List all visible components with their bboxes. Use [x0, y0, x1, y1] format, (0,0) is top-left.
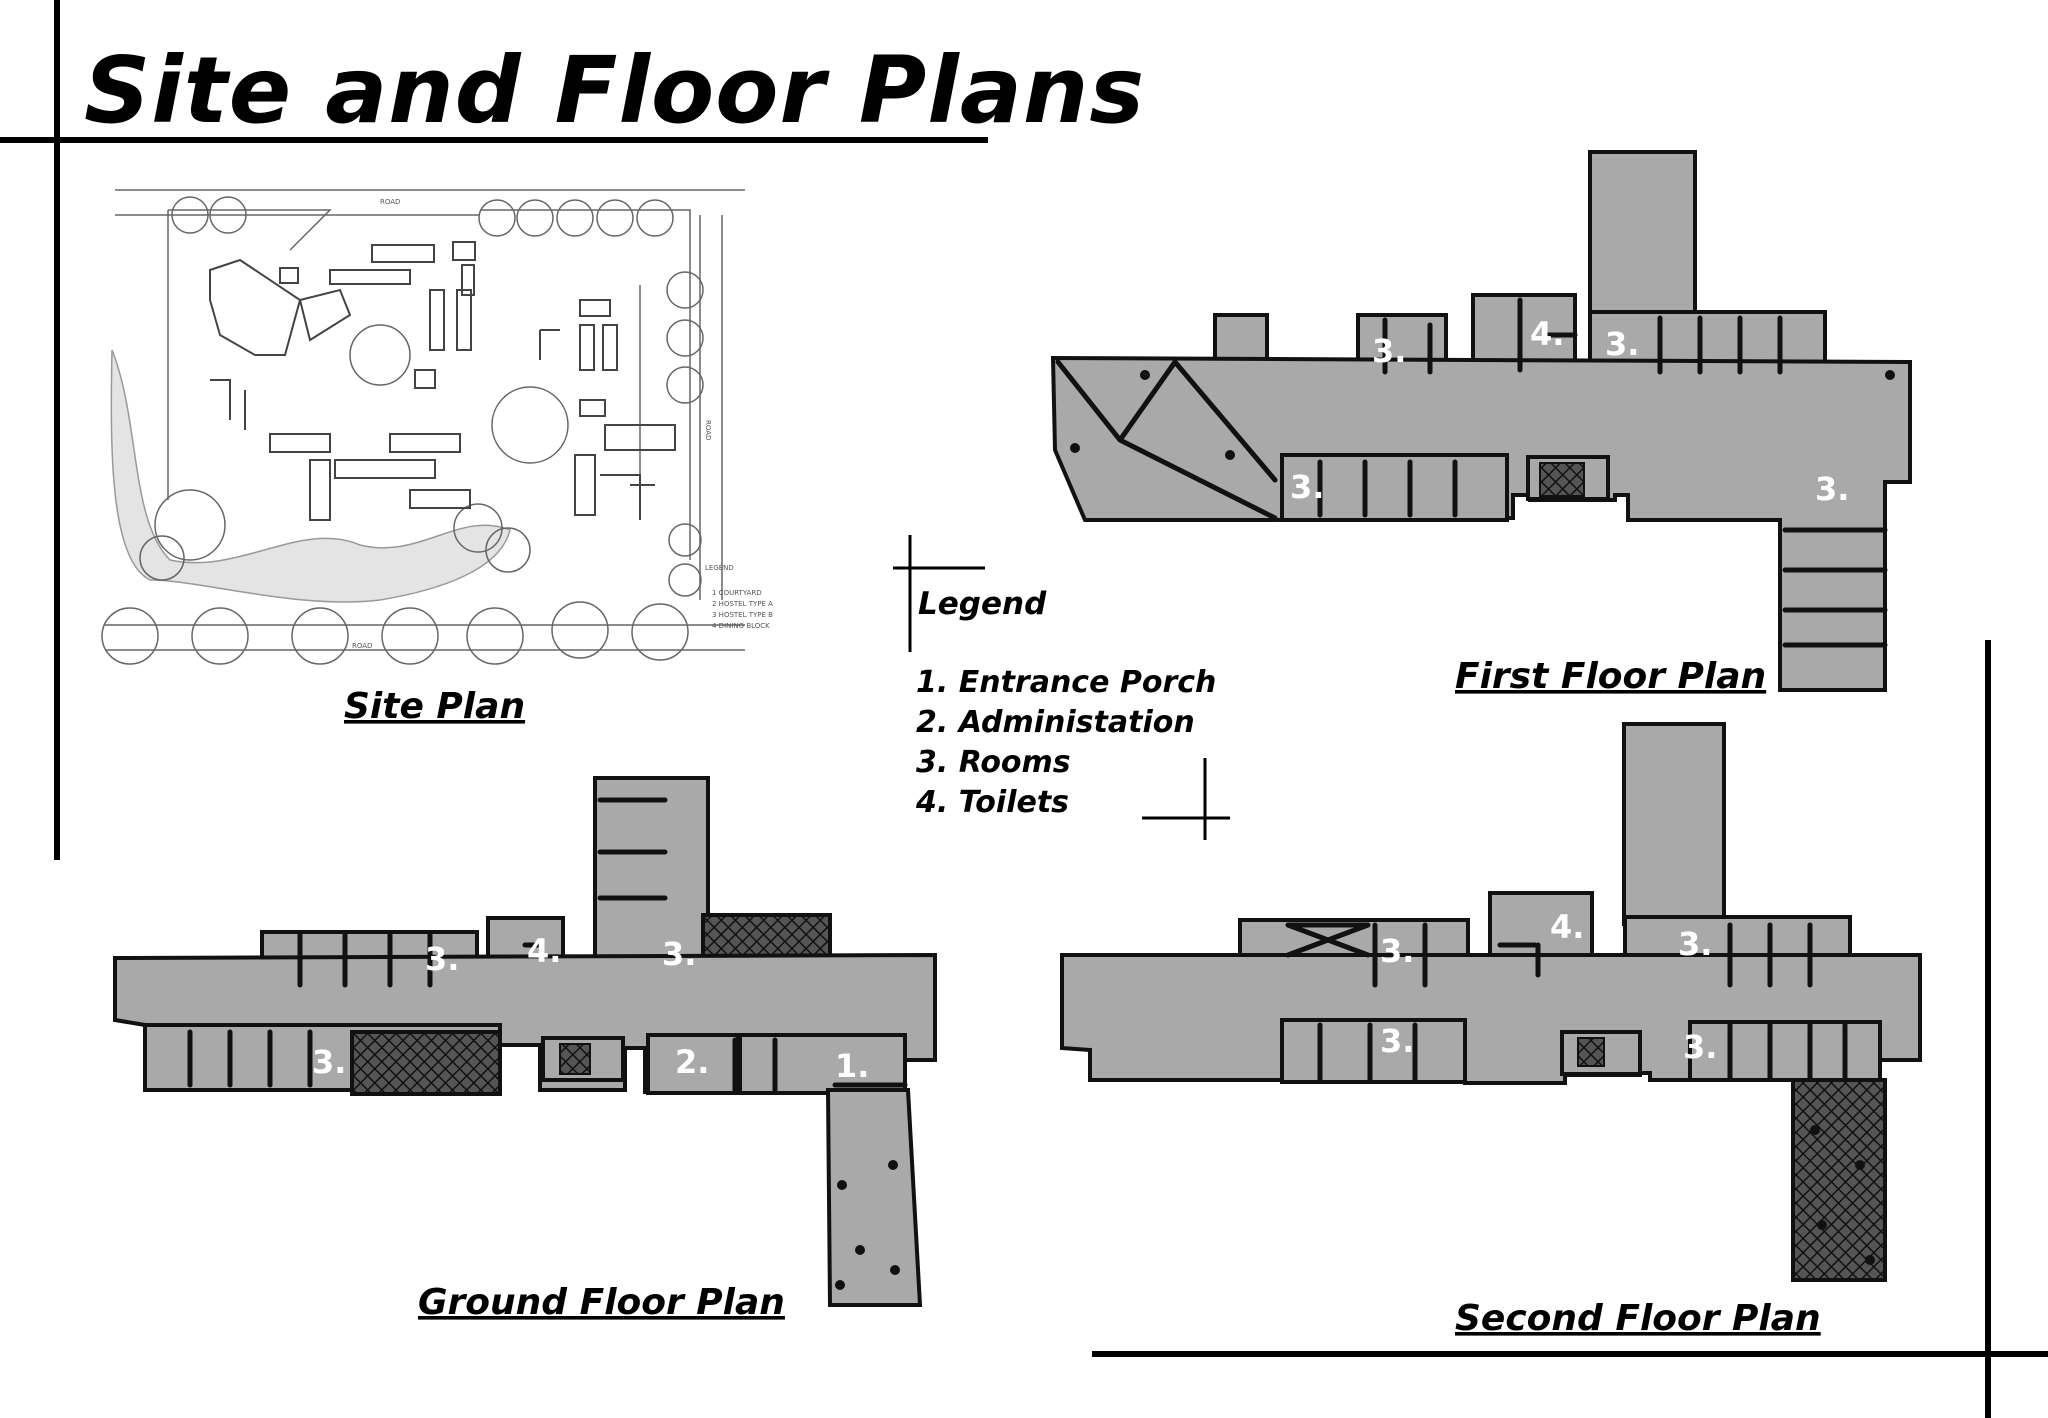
first-floor-label-rooms-2: 3.: [1605, 325, 1639, 363]
second-floor-plan: 3. 4. 3. 3. 3.: [1060, 722, 1922, 1282]
site-road-top-label: ROAD: [380, 198, 400, 206]
site-plan-caption: Site Plan: [344, 686, 525, 727]
site-legend-item-3: 3 HOSTEL TYPE B: [712, 611, 773, 619]
legend-title: Legend: [918, 586, 1047, 622]
page-title: Site and Floor Plans: [84, 37, 1145, 144]
ground-floor-label-rooms-3: 3.: [312, 1043, 346, 1081]
ground-floor-label-rooms-2: 3.: [662, 935, 696, 973]
first-floor-label-toilets: 4.: [1530, 315, 1564, 353]
ground-floor-plan-caption: Ground Floor Plan: [418, 1282, 785, 1323]
second-floor-label-rooms-3: 3.: [1380, 1022, 1414, 1060]
second-floor-label-rooms-1: 3.: [1380, 932, 1414, 970]
legend: Legend 1. Entrance Porch 2. Administatio…: [893, 535, 1230, 840]
legend-item-toilets: 4. Toilets: [915, 785, 1069, 820]
site-legend-item-1: 1 COURTYARD: [712, 589, 762, 597]
first-floor-label-rooms-3: 3.: [1290, 468, 1324, 506]
legend-item-administration: 2. Administation: [916, 705, 1195, 740]
second-floor-label-rooms-4: 3.: [1683, 1028, 1717, 1066]
ground-floor-label-toilets: 4.: [527, 932, 561, 970]
first-floor-plan: 3. 4. 3. 3. 3.: [1050, 150, 1912, 692]
legend-item-entrance-porch: 1. Entrance Porch: [916, 665, 1216, 700]
second-floor-plan-caption: Second Floor Plan: [1455, 1298, 1821, 1339]
first-floor-label-rooms-4: 3.: [1815, 470, 1849, 508]
site-road-bottom-label: ROAD: [352, 642, 372, 650]
first-floor-label-rooms-1: 3.: [1372, 332, 1406, 370]
site-plan: ROAD ROAD ROAD: [101, 189, 773, 665]
ground-floor-label-entrance-porch: 1.: [835, 1047, 869, 1085]
legend-item-rooms: 3. Rooms: [916, 745, 1071, 780]
second-floor-label-toilets: 4.: [1550, 908, 1584, 946]
site-road-right-label: ROAD: [704, 420, 712, 440]
ground-floor-label-rooms-1: 3.: [425, 940, 459, 978]
first-floor-plan-caption: First Floor Plan: [1455, 656, 1766, 697]
site-legend-item-2: 2 HOSTEL TYPE A: [712, 600, 773, 608]
site-legend-heading: LEGEND: [705, 564, 734, 572]
ground-floor-label-administration: 2.: [675, 1043, 709, 1081]
ground-floor-plan: 3. 4. 3. 3. 2. 1.: [113, 776, 937, 1307]
site-legend-item-4: 4 DINING BLOCK: [712, 622, 770, 630]
second-floor-label-rooms-2: 3.: [1678, 925, 1712, 963]
